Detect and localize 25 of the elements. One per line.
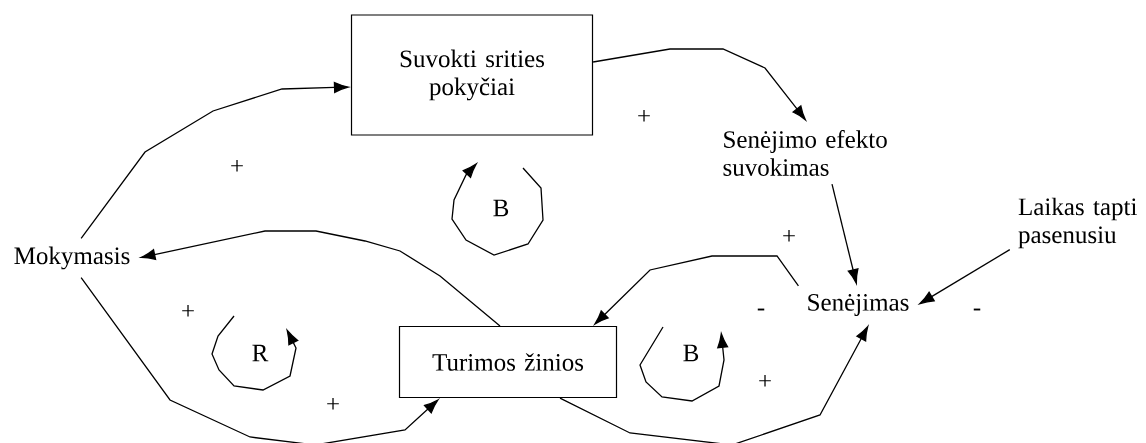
polarity-sign: B	[493, 199, 509, 217]
process-box: Turimos žinios	[398, 325, 618, 399]
variable-label: Laikas tapti pasenusiu	[1018, 197, 1137, 249]
polarity-sign: +	[327, 397, 339, 410]
arrow	[140, 230, 501, 327]
arrow	[80, 81, 349, 240]
arrow	[831, 183, 859, 284]
polarity-sign: +	[759, 374, 771, 387]
polarity-sign: +	[182, 304, 194, 317]
arrow	[80, 276, 439, 443]
polarity-sign: +	[231, 159, 243, 172]
polarity-sign: +	[638, 109, 650, 122]
arrow	[559, 326, 869, 443]
polarity-sign: -	[757, 308, 765, 311]
polarity-sign: +	[783, 229, 795, 242]
process-box: Suvokti srities pokyčiai	[350, 14, 594, 136]
variable-label: Senėjimas	[808, 294, 909, 316]
arrow	[919, 249, 1011, 305]
polarity-sign: R	[252, 344, 269, 362]
arrow	[592, 48, 806, 121]
variable-label: Senėjimo efekto suvokimas	[723, 130, 887, 176]
polarity-sign: -	[973, 308, 981, 311]
arrow	[594, 255, 800, 325]
polarity-sign: B	[683, 344, 699, 362]
variable-label: Mokymasis	[14, 246, 130, 270]
